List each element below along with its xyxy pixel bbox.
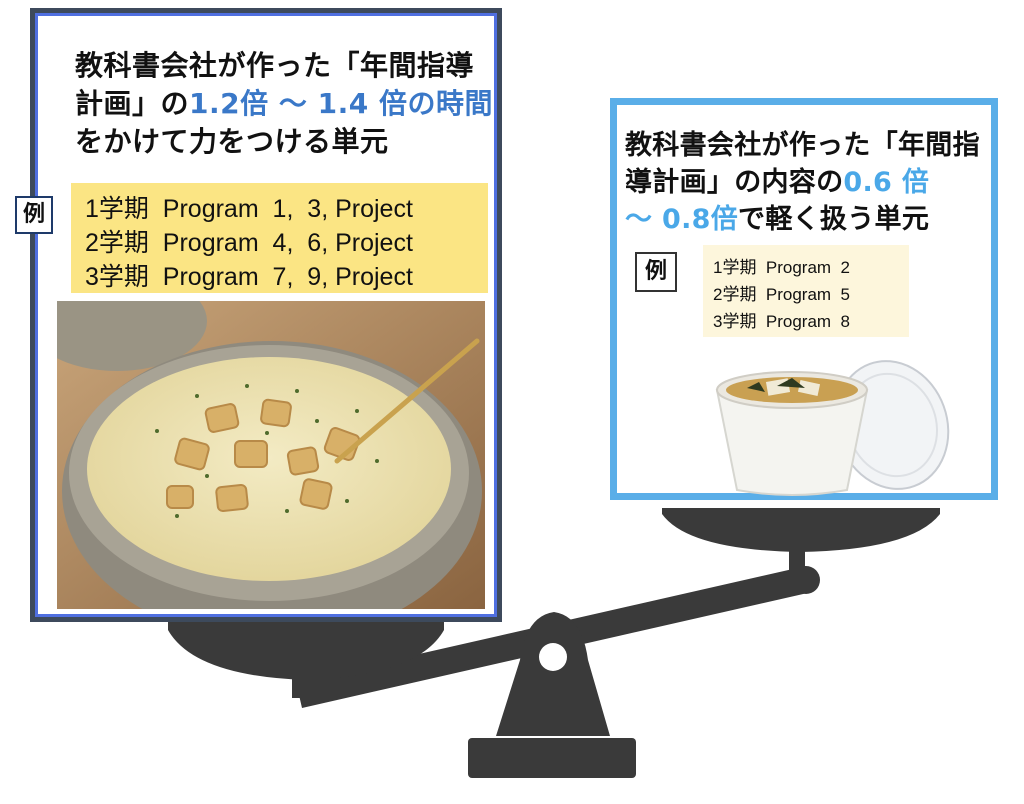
right-example-box: 1学期 Program 2 2学期 Program 5 3学期 Program … [703, 245, 909, 337]
soup-bowl-photo [57, 301, 485, 609]
left-example-line-1: 1学期 Program 1, 3, Project [85, 195, 413, 223]
right-example-line-2: 2学期 Program 5 [713, 285, 850, 304]
soup-cup-photo [707, 350, 957, 500]
right-example-line-3: 3学期 Program 8 [713, 312, 850, 331]
pivot-hole [539, 643, 567, 671]
scale-base [468, 738, 636, 778]
scale-pivot [496, 612, 610, 736]
right-unit-card: 教科書会社が作った「年間指導計画」の内容の0.6 倍 〜 0.8倍で軽く扱う単元… [610, 98, 998, 500]
left-unit-card: 教科書会社が作った「年間指導計画」の1.2倍 〜 1.4 倍の時間 をかけて力を… [15, 8, 502, 622]
right-heading-highlight-2: 〜 0.8倍 [625, 204, 739, 235]
left-example-label: 例 [15, 196, 53, 234]
left-heading-text-2: をかけて力をつける単元 [75, 125, 389, 158]
left-heading: 教科書会社が作った「年間指導計画」の1.2倍 〜 1.4 倍の時間 をかけて力を… [75, 47, 495, 161]
right-beam-end [792, 566, 820, 594]
right-heading-text-2: で軽く扱う単元 [738, 204, 930, 235]
left-example-line-3: 3学期 Program 7, 9, Project [85, 263, 413, 291]
right-pan [662, 508, 940, 552]
right-example-line-1: 1学期 Program 2 [713, 258, 850, 277]
left-example-box: 1学期 Program 1, 3, Project 2学期 Program 4,… [71, 183, 488, 293]
left-heading-highlight: 1.2倍 〜 1.4 倍の時間 [189, 87, 493, 120]
right-heading: 教科書会社が作った「年間指導計画」の内容の0.6 倍 〜 0.8倍で軽く扱う単元 [625, 127, 995, 238]
left-example-line-2: 2学期 Program 4, 6, Project [85, 229, 413, 257]
left-pan [168, 622, 444, 680]
right-heading-text-1: 教科書会社が作った「年間指導計画」の内容の [625, 130, 980, 198]
right-heading-highlight-1: 0.6 倍 [843, 167, 930, 198]
left-heading-text-1: 教科書会社が作った「年間指導計画」の [75, 49, 475, 120]
right-example-label: 例 [635, 252, 677, 292]
